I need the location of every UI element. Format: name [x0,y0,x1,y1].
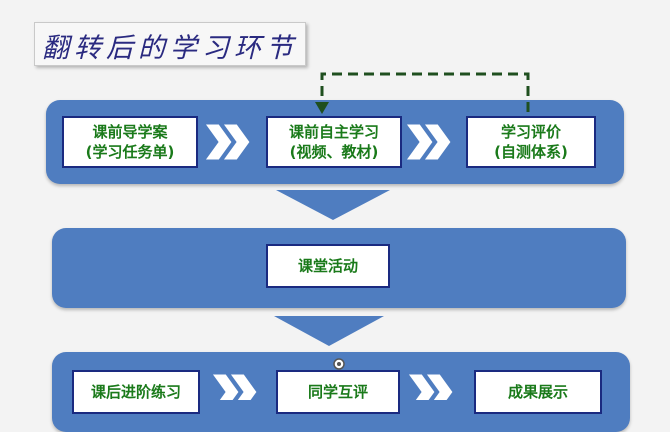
node-class-activity-title: 课堂活动 [297,257,358,275]
node-self-study-note: (视频、教材) [289,143,379,161]
node-advanced-practice[interactable]: 课后进阶练习 [72,370,200,414]
slide-title: 翻转后的学习环节 [42,33,298,64]
node-peer-review-title: 同学互评 [307,383,368,401]
down-arrow-icon [274,316,384,346]
node-class-activity[interactable]: 课堂活动 [266,244,390,288]
node-advanced-practice-title: 课后进阶练习 [90,383,181,401]
node-showcase[interactable]: 成果展示 [474,370,602,414]
node-guide-sheet-title: 课前导学案 [92,123,168,141]
node-evaluation[interactable]: 学习评价 (自测体系) [466,116,596,168]
node-evaluation-note: (自测体系) [494,143,568,161]
node-showcase-title: 成果展示 [507,383,568,401]
node-self-study[interactable]: 课前自主学习 (视频、教材) [266,116,402,168]
node-peer-review[interactable]: 同学互评 [276,370,400,414]
down-arrow-icon [276,190,390,220]
node-guide-sheet[interactable]: 课前导学案 (学习任务单) [62,116,198,168]
node-guide-sheet-note: (学习任务单) [85,143,175,161]
title-frame [34,22,306,66]
node-evaluation-title: 学习评价 [500,123,561,141]
node-self-study-title: 课前自主学习 [288,123,379,141]
